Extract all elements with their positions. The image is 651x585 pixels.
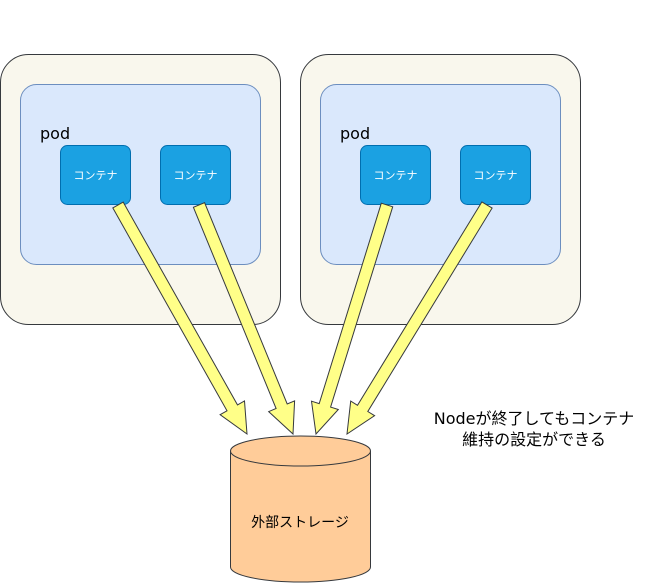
node-1-container-1-label: コンテナ xyxy=(74,169,118,182)
arrow-2 xyxy=(192,202,296,436)
external-storage-cylinder xyxy=(230,435,371,583)
external-storage-top xyxy=(230,450,371,467)
external-storage: 外部ストレージ xyxy=(230,435,371,583)
node-2-pod-label: pod xyxy=(340,124,370,143)
node-2-container-1-box xyxy=(360,145,431,205)
node-2-container-2-box xyxy=(460,145,531,205)
node-1-container-1-box xyxy=(60,145,131,205)
node-1-container-1: コンテナ xyxy=(60,145,131,205)
arrow-3 xyxy=(310,202,394,436)
note: Nodeが終了してもコンテナ 維持の設定ができる xyxy=(434,409,634,449)
node-1-container-2-box xyxy=(160,145,231,205)
node-2-container-1: コンテナ xyxy=(360,145,431,205)
node-1-container-2-label: コンテナ xyxy=(174,169,218,182)
arrow-4 xyxy=(346,201,493,436)
note-line-1: Nodeが終了してもコンテナ xyxy=(434,409,634,428)
node-2-container-1-label: コンテナ xyxy=(374,169,418,182)
note-line-2: 維持の設定ができる xyxy=(462,430,606,449)
external-storage-label: 外部ストレージ xyxy=(251,515,349,531)
arrow-1 xyxy=(112,201,248,436)
node-1-container-2: コンテナ xyxy=(160,145,231,205)
arrows xyxy=(112,201,493,436)
node-2-container-2-label: コンテナ xyxy=(474,169,518,182)
node-2-container-2: コンテナ xyxy=(460,145,531,205)
node-1-pod-label: pod xyxy=(40,124,70,143)
